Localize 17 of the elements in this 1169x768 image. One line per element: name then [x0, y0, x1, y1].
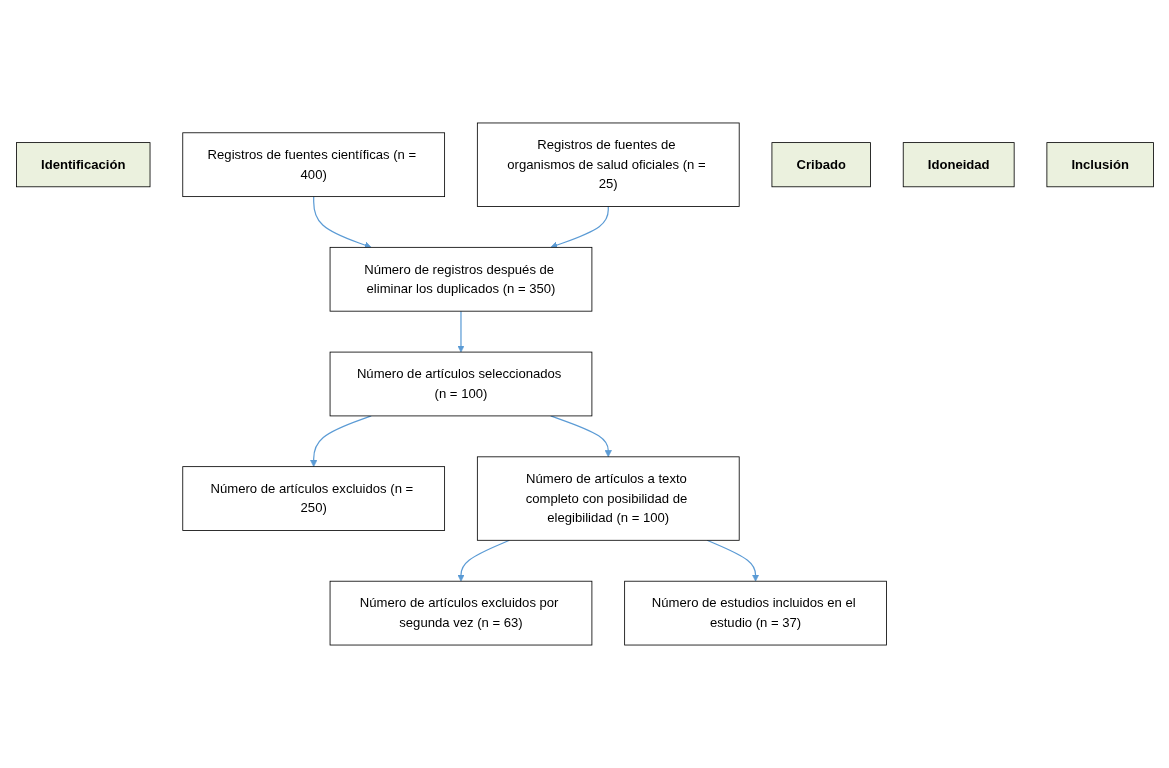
node-box: Identificación: [15, 142, 150, 188]
node-box: Número de registros después de eliminar los duplicados (n = 350): [329, 246, 592, 312]
arrow: [456, 539, 510, 582]
node-box: Número de artículos a texto completo con posibilidad de elegibilidad (n = 100): [476, 456, 740, 541]
node-box: Número de estudios incluidos en el estudio (n = 37): [623, 580, 887, 646]
node-box: Idoneidad: [902, 142, 1015, 188]
node-box: Número de artículos excluidos por segunda vez (n = 63): [329, 580, 592, 646]
node-box: Número de artículos excluidos (n = 250): [181, 466, 445, 531]
arrow: [549, 205, 609, 249]
arrow: [309, 415, 372, 467]
node-box: Número de artículos seleccionados (n = 100): [329, 351, 592, 417]
arrow: [312, 196, 372, 249]
node-box: Registros de fuentes de organismos de salud oficiales (n = 25): [476, 122, 740, 207]
arrow: [456, 310, 465, 353]
node-box: Registros de fuentes científicas (n = 400): [181, 132, 445, 197]
node-box: Inclusión: [1045, 142, 1154, 188]
node-box: Cribado: [771, 142, 871, 188]
